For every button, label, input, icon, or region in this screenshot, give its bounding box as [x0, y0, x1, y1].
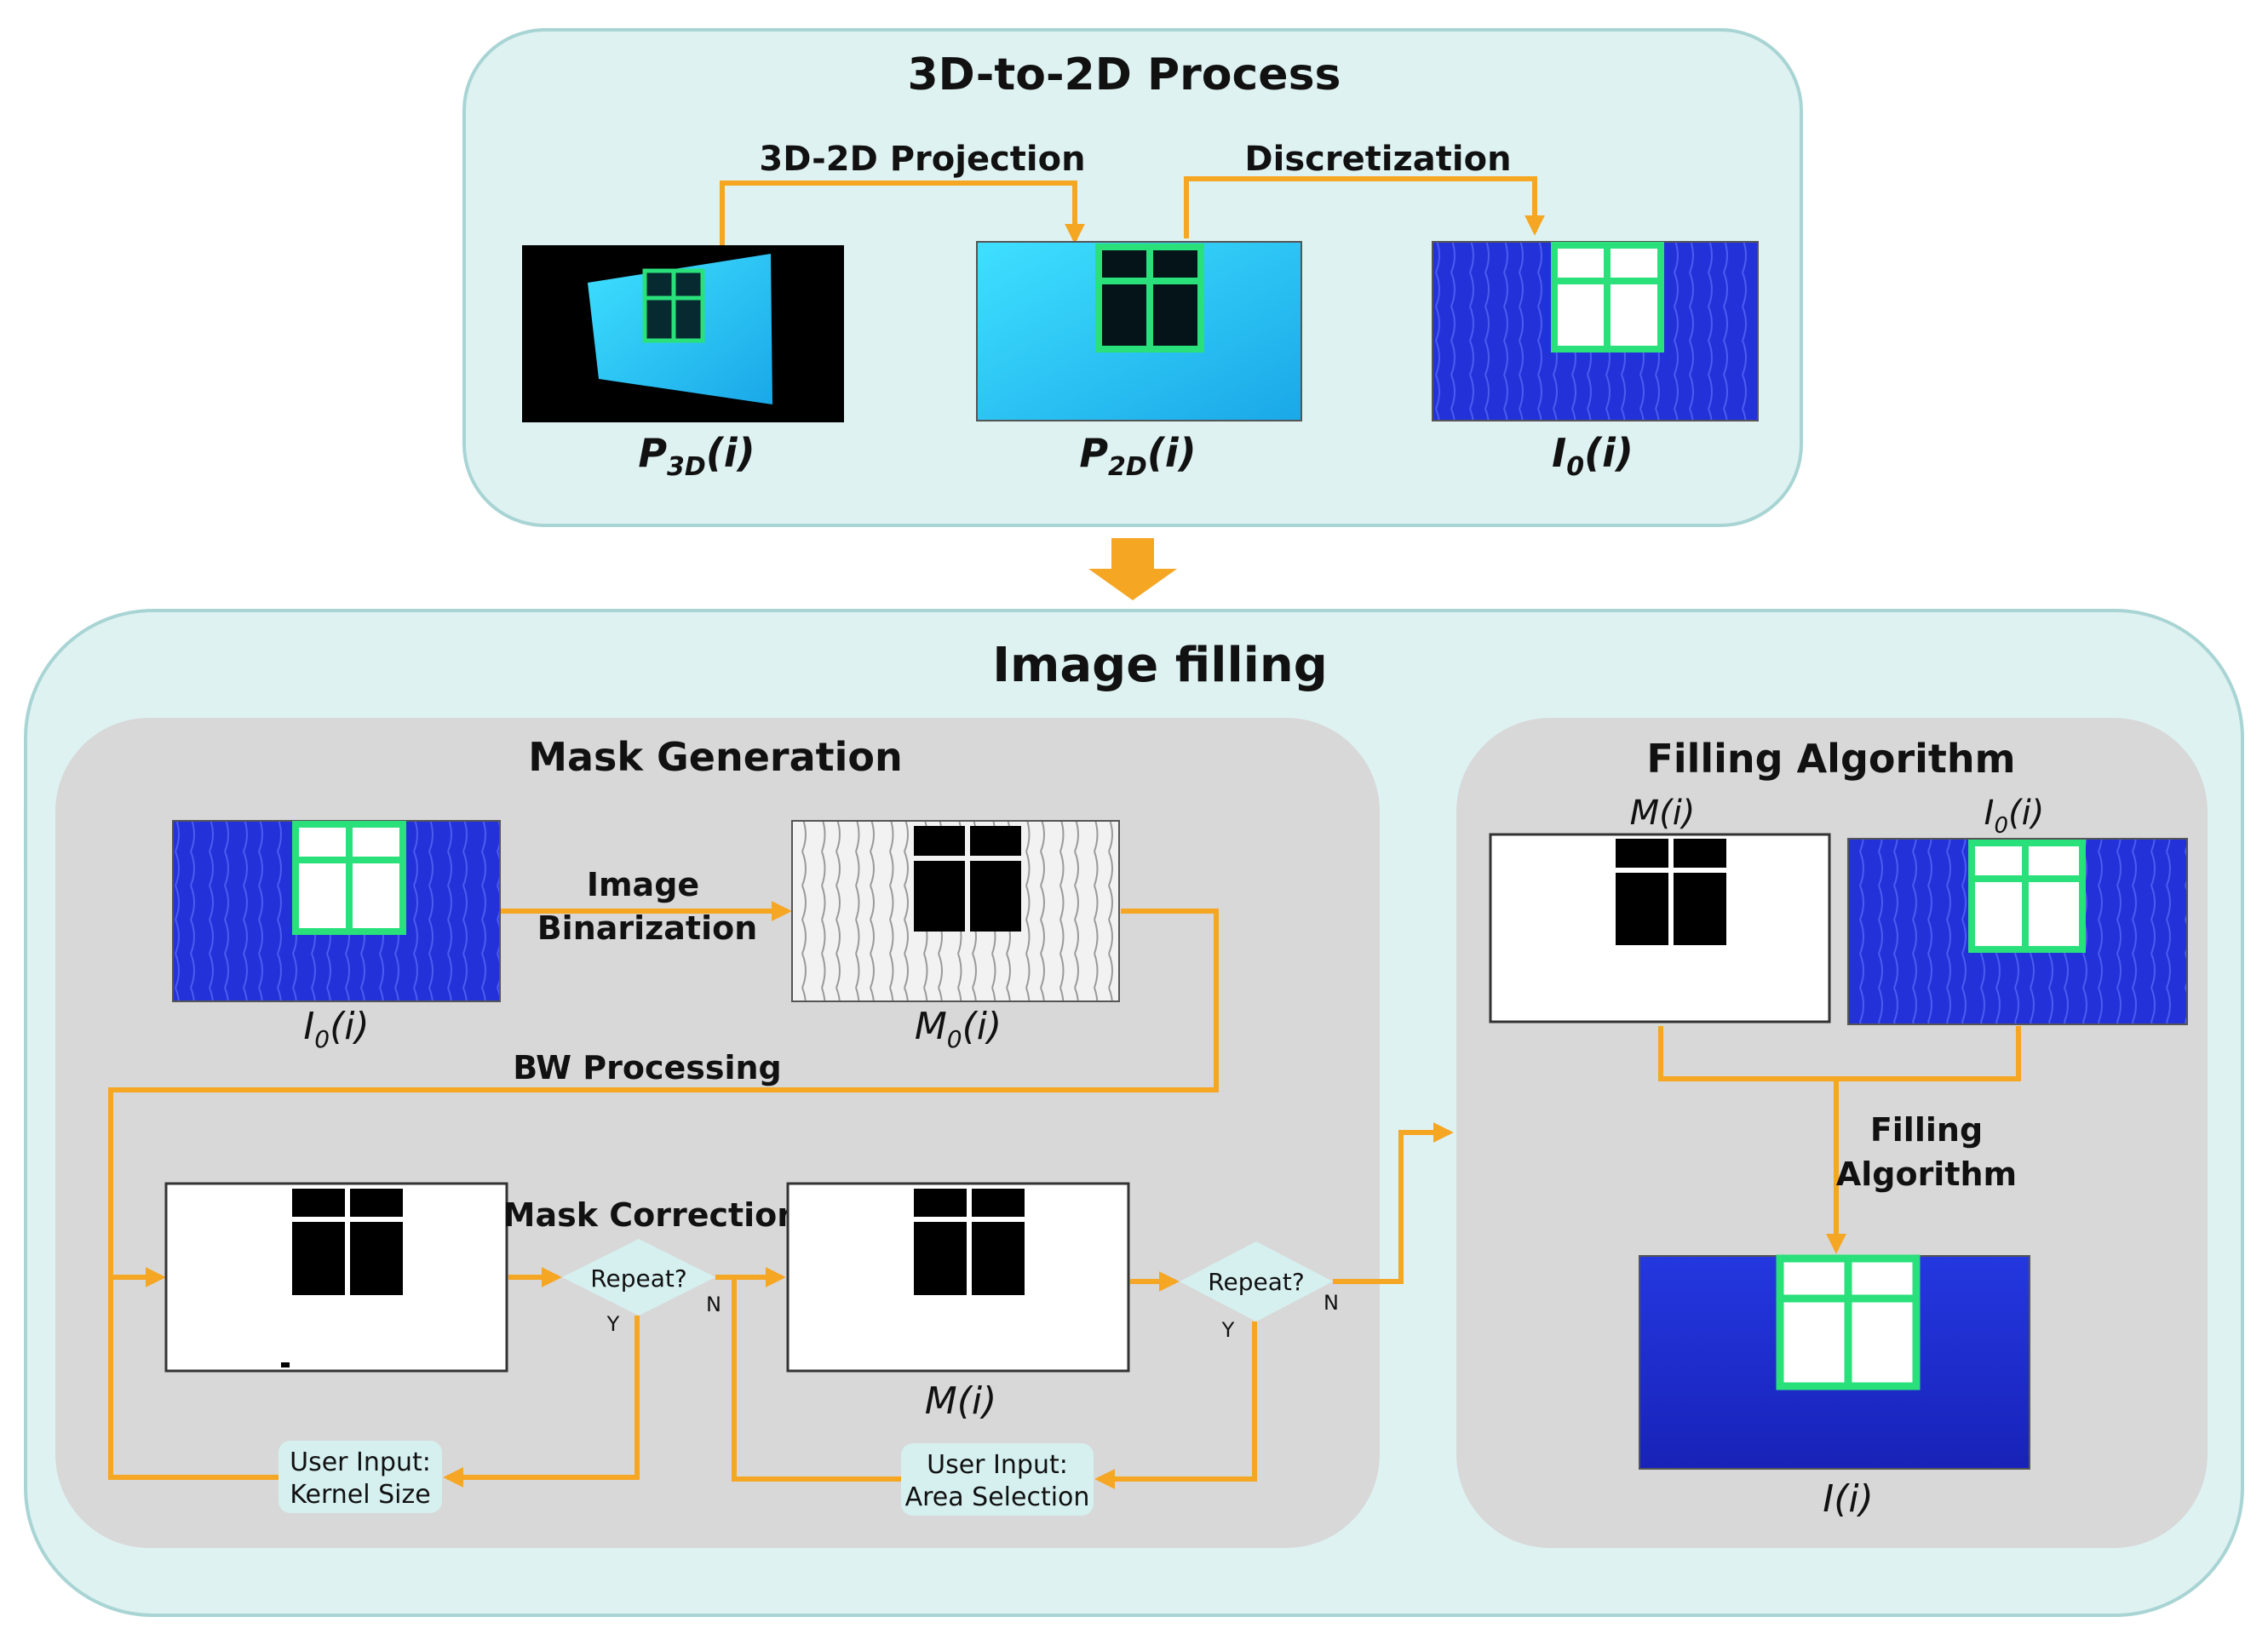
mi-image-filling	[1489, 833, 1831, 1023]
repeat1-diamond	[562, 1239, 715, 1316]
user-input-kernel-line2: Kernel Size	[290, 1480, 430, 1510]
user-input-area-line1: User Input:	[927, 1450, 1068, 1480]
kernel-to-bw-line	[108, 1277, 278, 1480]
binarization-label-line1: Image	[587, 866, 699, 903]
ii-image	[1639, 1254, 2030, 1470]
projection-label: 3D-2D Projection	[759, 140, 1085, 179]
user-input-kernel-box[interactable]	[278, 1441, 442, 1513]
i0-label-filling: I0(i)	[1984, 794, 2045, 839]
p3d-image	[522, 245, 844, 422]
bw-mask-image	[164, 1182, 508, 1373]
repeat1-label: Repeat?	[590, 1264, 686, 1293]
i0-image-filling	[1847, 838, 2188, 1025]
bottom-panel-title: Image filling	[992, 638, 1328, 693]
user-input-kernel-line1: User Input:	[290, 1448, 431, 1477]
repeat2-label: Repeat?	[1208, 1268, 1304, 1296]
repeat1-yes: Y	[606, 1312, 620, 1336]
m0-label: M0(i)	[915, 1005, 1002, 1053]
p3d-label: P3D(i)	[638, 430, 755, 482]
repeat2-yes-arrow	[1094, 1322, 1257, 1489]
discretization-arrow	[1184, 176, 1545, 238]
projection-arrow	[720, 181, 1085, 247]
filling-algorithm-title: Filling Algorithm	[1646, 736, 2015, 782]
i0-label-mask: I0(i)	[303, 1005, 369, 1053]
repeat1-yes-arrow	[443, 1316, 640, 1488]
p2d-image	[976, 241, 1302, 421]
mask-generation-title: Mask Generation	[528, 734, 903, 780]
repeat2-diamond	[1180, 1241, 1333, 1322]
m0-image	[791, 820, 1120, 1002]
merge-line	[1658, 1026, 2021, 1081]
binarization-label-line2: Binarization	[537, 909, 758, 947]
filling-algo-line1: Filling	[1870, 1111, 1983, 1149]
repeat2-no: N	[1323, 1291, 1339, 1315]
filling-algo-line2: Algorithm	[1836, 1155, 2017, 1193]
i0-image-mask	[172, 820, 501, 1002]
mi-image-mask	[786, 1182, 1130, 1373]
i0-image-top	[1432, 241, 1759, 421]
mask-correction-label: Mask Correction	[503, 1196, 801, 1234]
area-to-mi-line	[732, 1277, 901, 1482]
user-input-area-line2: Area Selection	[905, 1482, 1090, 1512]
mi-label-mask: M(i)	[925, 1379, 997, 1423]
discretization-label: Discretization	[1244, 140, 1511, 179]
mi-label-filling: M(i)	[1630, 794, 1696, 833]
top-panel-title: 3D-to-2D Process	[908, 49, 1341, 100]
i0-label-top: I0(i)	[1552, 430, 1634, 482]
ii-label: I(i)	[1823, 1477, 1874, 1521]
down-arrow	[1088, 538, 1177, 600]
bw-processing-arrow	[108, 909, 1219, 1287]
user-input-area-box[interactable]	[901, 1443, 1094, 1516]
repeat1-no: N	[706, 1293, 721, 1316]
p2d-label: P2D(i)	[1079, 430, 1196, 482]
bw-processing-label: BW Processing	[513, 1049, 782, 1086]
repeat2-yes: Y	[1221, 1318, 1235, 1342]
repeat2-no-arrow	[1333, 1122, 1454, 1284]
